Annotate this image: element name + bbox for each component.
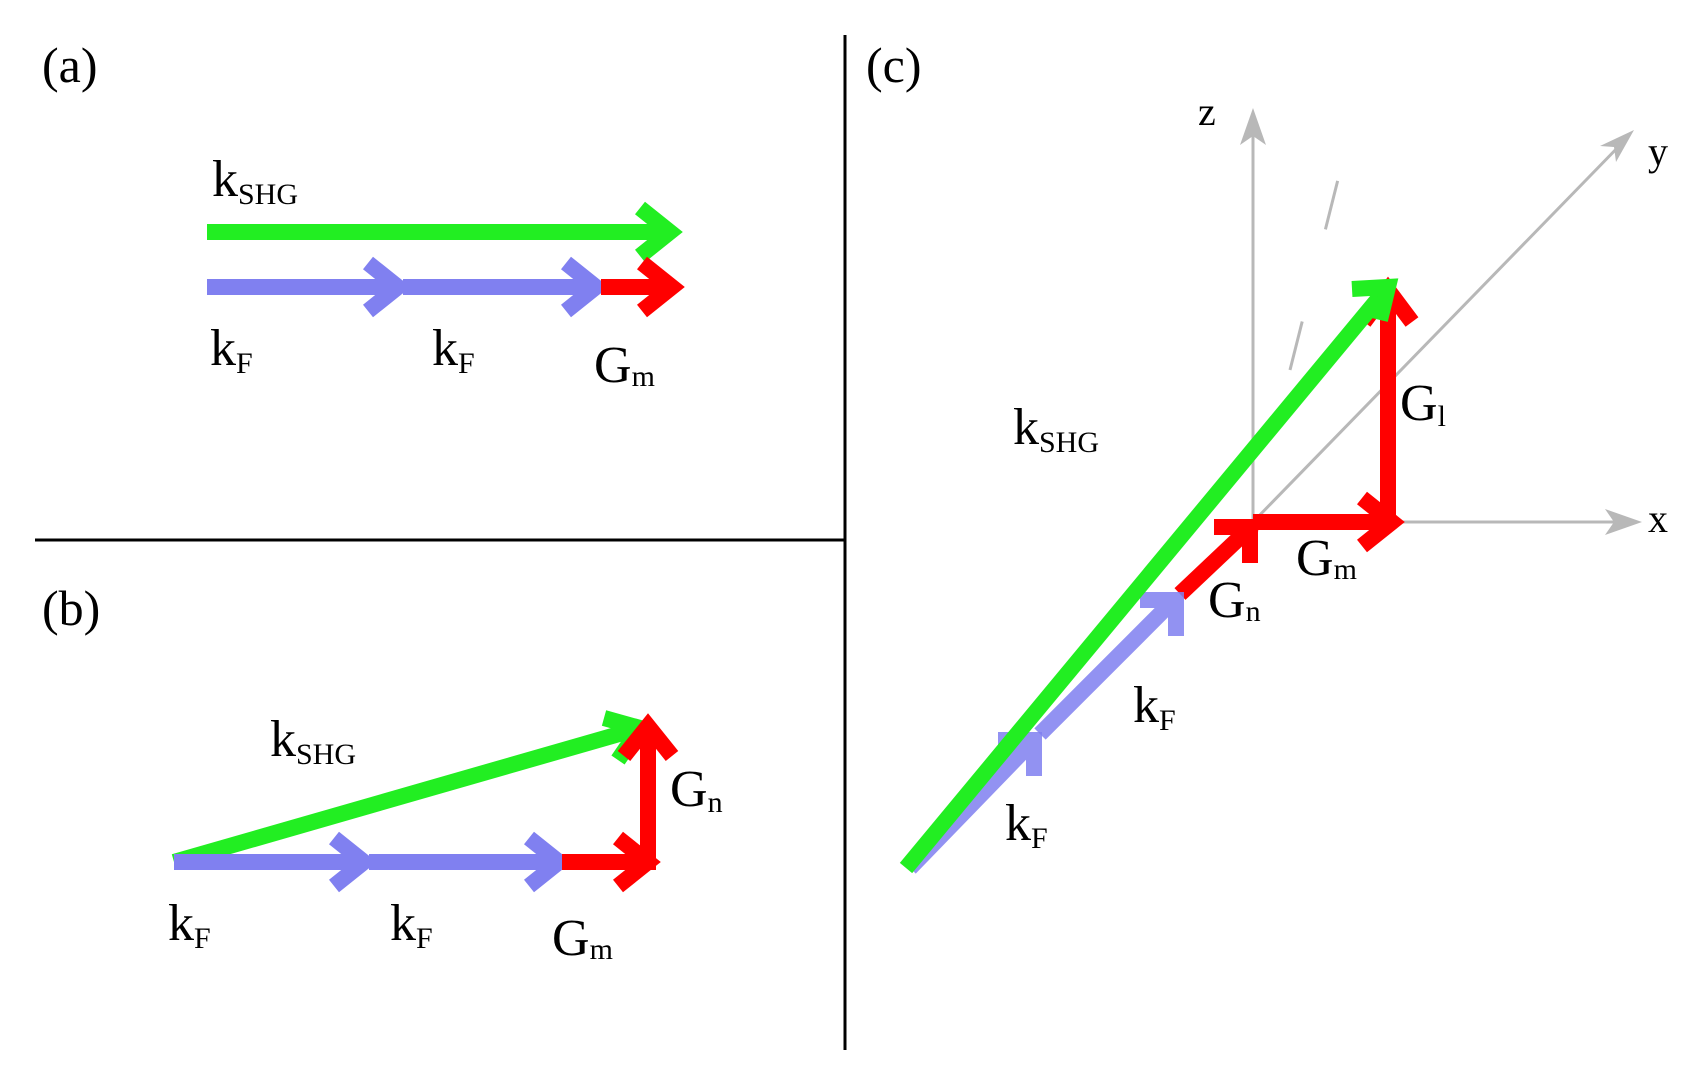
panel-c-gm-label: Gm: [1296, 530, 1357, 587]
panel-c-kshg-arrow: [899, 278, 1399, 874]
axis-z-label: z: [1198, 89, 1216, 134]
panel-a-gm-arrow: [601, 256, 685, 318]
panel-a-kf2-arrow: [403, 256, 609, 318]
dashed-guide-line: [1288, 107, 1358, 371]
panel-c-kf1-label: kF: [1005, 795, 1048, 855]
panel-c-gm-arrow: [1253, 491, 1405, 553]
panel-b-kf1-label: kF: [168, 895, 211, 955]
panel-b-kf1-arrow: [174, 831, 377, 893]
panel-b-kf2-arrow: [369, 831, 572, 893]
panel-b-label: (b): [42, 580, 100, 636]
axis-y-label: y: [1648, 129, 1668, 174]
panel-c: (c) z y x: [866, 37, 1668, 874]
axis-y: [1251, 130, 1634, 524]
panel-b: (b) kSHG Gn kF kF Gm: [42, 580, 723, 967]
panel-c-gn-label: Gn: [1208, 572, 1261, 629]
panel-b-gm-arrow: [562, 831, 661, 893]
panel-a-kshg-label: kSHG: [212, 151, 298, 211]
panel-c-kf2-label: kF: [1133, 677, 1176, 737]
panel-c-kshg-label: kSHG: [1013, 399, 1099, 459]
panel-a-kf2-label: kF: [432, 320, 475, 380]
panel-c-gn-arrow: [1174, 519, 1259, 600]
panel-b-kf2-label: kF: [390, 895, 433, 955]
panel-b-kshg-label: kSHG: [270, 711, 356, 771]
panel-b-gn-label: Gn: [670, 761, 723, 819]
panel-a: (a) kSHG kF kF Gm: [42, 37, 685, 394]
axis-x-label: x: [1648, 496, 1668, 541]
panel-c-label: (c): [866, 37, 922, 93]
panel-a-kf1-arrow: [207, 256, 411, 318]
panel-a-gm-label: Gm: [594, 337, 655, 394]
panel-a-label: (a): [42, 37, 98, 93]
panel-a-kf1-label: kF: [210, 320, 253, 380]
panel-a-kshg-arrow: [207, 201, 683, 263]
panel-c-gl-label: Gl: [1400, 375, 1446, 433]
panel-b-kshg-arrow: [171, 710, 653, 870]
panel-c-kf2-arrow: [1034, 592, 1184, 740]
panel-b-gm-label: Gm: [552, 910, 613, 967]
panel-b-gn-arrow: [617, 713, 679, 870]
